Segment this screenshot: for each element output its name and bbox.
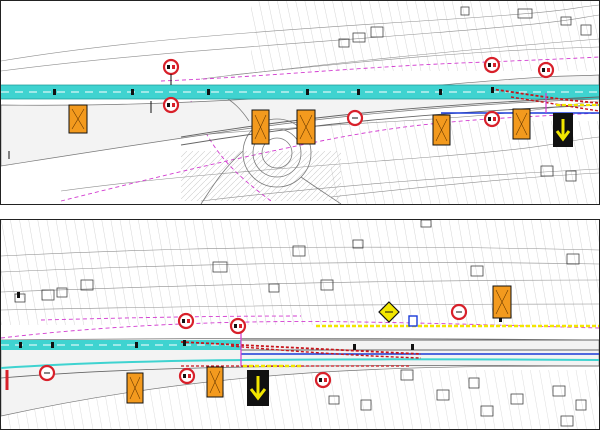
- warning-sign: [68, 104, 88, 134]
- slope-hatching: [181, 151, 341, 201]
- buildings: [14, 220, 587, 427]
- map-sheet-top: [0, 0, 600, 205]
- warning-diamond-icon: [378, 301, 400, 323]
- speed-limit-icon: [450, 303, 468, 321]
- arrow-down-left-icon: [247, 370, 269, 406]
- map-drawing-top: [1, 1, 599, 204]
- cone-taper: [180, 330, 422, 367]
- curved-lane-edge: [180, 96, 599, 138]
- no-overtaking-icon: [537, 61, 555, 79]
- info-board: [408, 315, 418, 327]
- warning-sign: [492, 285, 512, 319]
- warning-sign: [126, 372, 144, 404]
- warning-sign: [206, 366, 224, 398]
- road-surface: [1, 338, 599, 417]
- no-overtaking-icon: [162, 58, 180, 76]
- sign-posts: [8, 74, 172, 159]
- speed-limit-icon: [38, 364, 56, 382]
- warning-sign: [296, 109, 316, 145]
- warning-sign: [432, 114, 451, 146]
- pole-markers: [53, 87, 494, 95]
- no-overtaking-icon: [177, 312, 195, 330]
- warning-sign: [251, 109, 270, 145]
- speed-limit-icon: [346, 109, 364, 127]
- pole-markers: [17, 292, 502, 350]
- map-sheet-bottom: [0, 219, 600, 430]
- buildings: [338, 6, 592, 182]
- no-overtaking-icon: [229, 317, 247, 335]
- roundabout: [200, 94, 342, 204]
- hillside-hatching: [251, 1, 599, 71]
- warning-sign: [512, 108, 531, 140]
- no-overtaking-icon: [178, 367, 196, 385]
- no-overtaking-icon: [483, 56, 501, 74]
- map-drawing-bottom: [1, 220, 599, 429]
- no-overtaking-icon: [483, 110, 501, 128]
- cone-taper: [490, 88, 599, 113]
- arrow-down-left-icon: [553, 113, 573, 147]
- no-overtaking-icon: [162, 96, 180, 114]
- no-overtaking-icon: [314, 371, 332, 389]
